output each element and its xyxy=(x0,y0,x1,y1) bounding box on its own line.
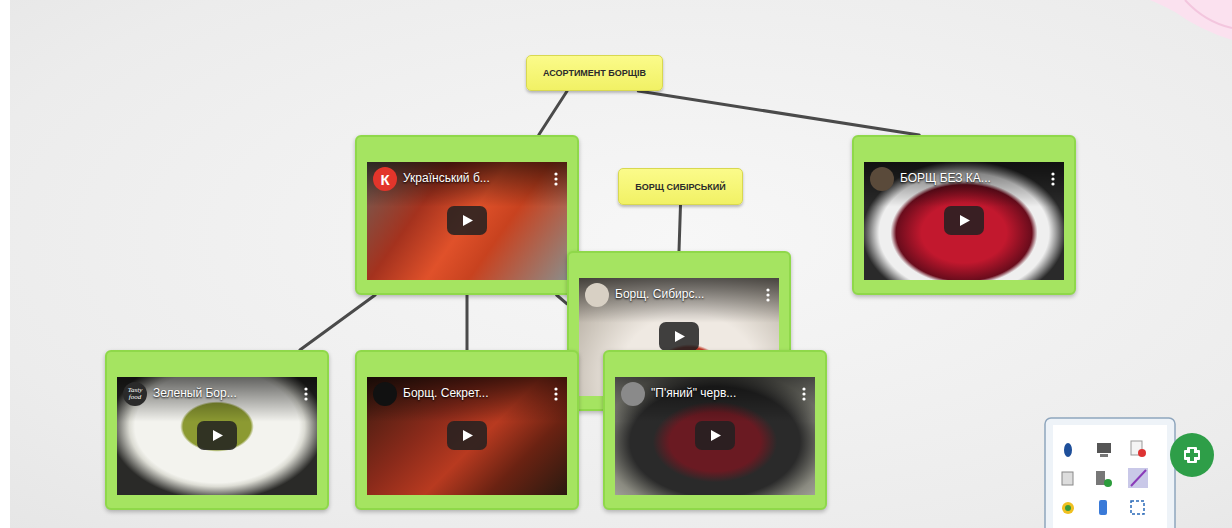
channel-avatar xyxy=(585,283,609,307)
menu-dot xyxy=(304,392,307,395)
play-button-bg xyxy=(197,421,237,450)
menu-dot xyxy=(304,387,307,390)
connector-line xyxy=(638,91,919,135)
menu-dot xyxy=(554,397,557,400)
channel-avatar: К xyxy=(373,167,397,191)
menu-dot xyxy=(554,172,557,175)
menu-dot xyxy=(554,387,557,390)
topic-text: БОРЩ СИБІРСЬКИЙ xyxy=(635,182,725,192)
pink-arc xyxy=(1185,0,1232,28)
left-strip xyxy=(0,0,10,528)
video-card: "П'яний" черв... xyxy=(603,350,827,510)
menu-dots xyxy=(765,287,771,303)
channel-avatar xyxy=(870,167,894,191)
menu-dots xyxy=(553,171,559,187)
video-title: Борщ. Сибирс... xyxy=(579,278,779,301)
channel-logo: К xyxy=(380,171,389,188)
play-triangle xyxy=(213,430,223,441)
pink-corner xyxy=(1150,0,1232,40)
menu-dot xyxy=(766,298,769,301)
play-button xyxy=(659,322,699,351)
play-triangle xyxy=(711,430,721,441)
video-title: БОРЩ БЕЗ КА... xyxy=(864,162,1064,185)
channel-avatar xyxy=(621,382,645,406)
menu-dot xyxy=(554,182,557,185)
topic-box: БОРЩ СИБІРСЬКИЙ xyxy=(618,168,743,205)
menu-dot xyxy=(766,293,769,296)
video-thumbnail: "П'яний" черв... xyxy=(615,377,815,495)
video-thumbnail: БОРЩ БЕЗ КА... xyxy=(864,162,1064,280)
play-button xyxy=(447,206,487,235)
menu-dot xyxy=(766,288,769,291)
menu-dot xyxy=(1051,182,1054,185)
menu-dot xyxy=(802,387,805,390)
video-card: Борщ. Секрет... xyxy=(355,350,579,510)
video-card: БОРЩ БЕЗ КА... xyxy=(852,135,1076,295)
play-button xyxy=(447,421,487,450)
video-thumbnail: Борщ. Секрет... xyxy=(367,377,567,495)
play-button-bg xyxy=(447,421,487,450)
video-card: КУкраїнський б... xyxy=(355,135,579,295)
menu-dot xyxy=(554,177,557,180)
video-thumbnail: КУкраїнський б... xyxy=(367,162,567,280)
menu-dot xyxy=(802,397,805,400)
topic-text: АСОРТИМЕНТ БОРЩІВ xyxy=(543,68,646,78)
video-title: Зеленый Бор... xyxy=(117,377,317,400)
channel-avatar xyxy=(373,382,397,406)
topic-box: АСОРТИМЕНТ БОРЩІВ xyxy=(526,55,663,91)
video-card: Tasty foodЗеленый Бор... xyxy=(105,350,329,510)
menu-dots xyxy=(303,386,309,402)
add-button xyxy=(1170,433,1214,477)
menu-dot xyxy=(554,392,557,395)
play-button-bg xyxy=(695,421,735,450)
play-button xyxy=(944,206,984,235)
menu-dots xyxy=(553,386,559,402)
video-title: "П'яний" черв... xyxy=(615,377,815,400)
video-title: Український б... xyxy=(367,162,567,185)
play-triangle xyxy=(960,215,970,226)
play-button xyxy=(197,421,237,450)
menu-dot xyxy=(304,397,307,400)
menu-dots xyxy=(1050,171,1056,187)
menu-dot xyxy=(1051,172,1054,175)
connector-line xyxy=(466,295,469,350)
connector-line xyxy=(539,91,567,135)
play-button-bg xyxy=(659,322,699,351)
play-button-bg xyxy=(447,206,487,235)
connector-line xyxy=(557,295,567,304)
channel-logo: Tasty food xyxy=(123,387,147,401)
connector-line xyxy=(679,205,681,251)
play-triangle xyxy=(463,430,473,441)
video-title: Борщ. Секрет... xyxy=(367,377,567,400)
menu-dot xyxy=(802,392,805,395)
menu-dot xyxy=(1051,177,1054,180)
channel-avatar: Tasty food xyxy=(123,382,147,406)
play-button xyxy=(695,421,735,450)
menu-dots xyxy=(801,386,807,402)
play-triangle xyxy=(675,331,685,342)
video-thumbnail: Tasty foodЗеленый Бор... xyxy=(117,377,317,495)
connector-line xyxy=(300,295,375,350)
tray-popup xyxy=(1045,418,1175,528)
play-button-bg xyxy=(944,206,984,235)
play-triangle xyxy=(463,215,473,226)
